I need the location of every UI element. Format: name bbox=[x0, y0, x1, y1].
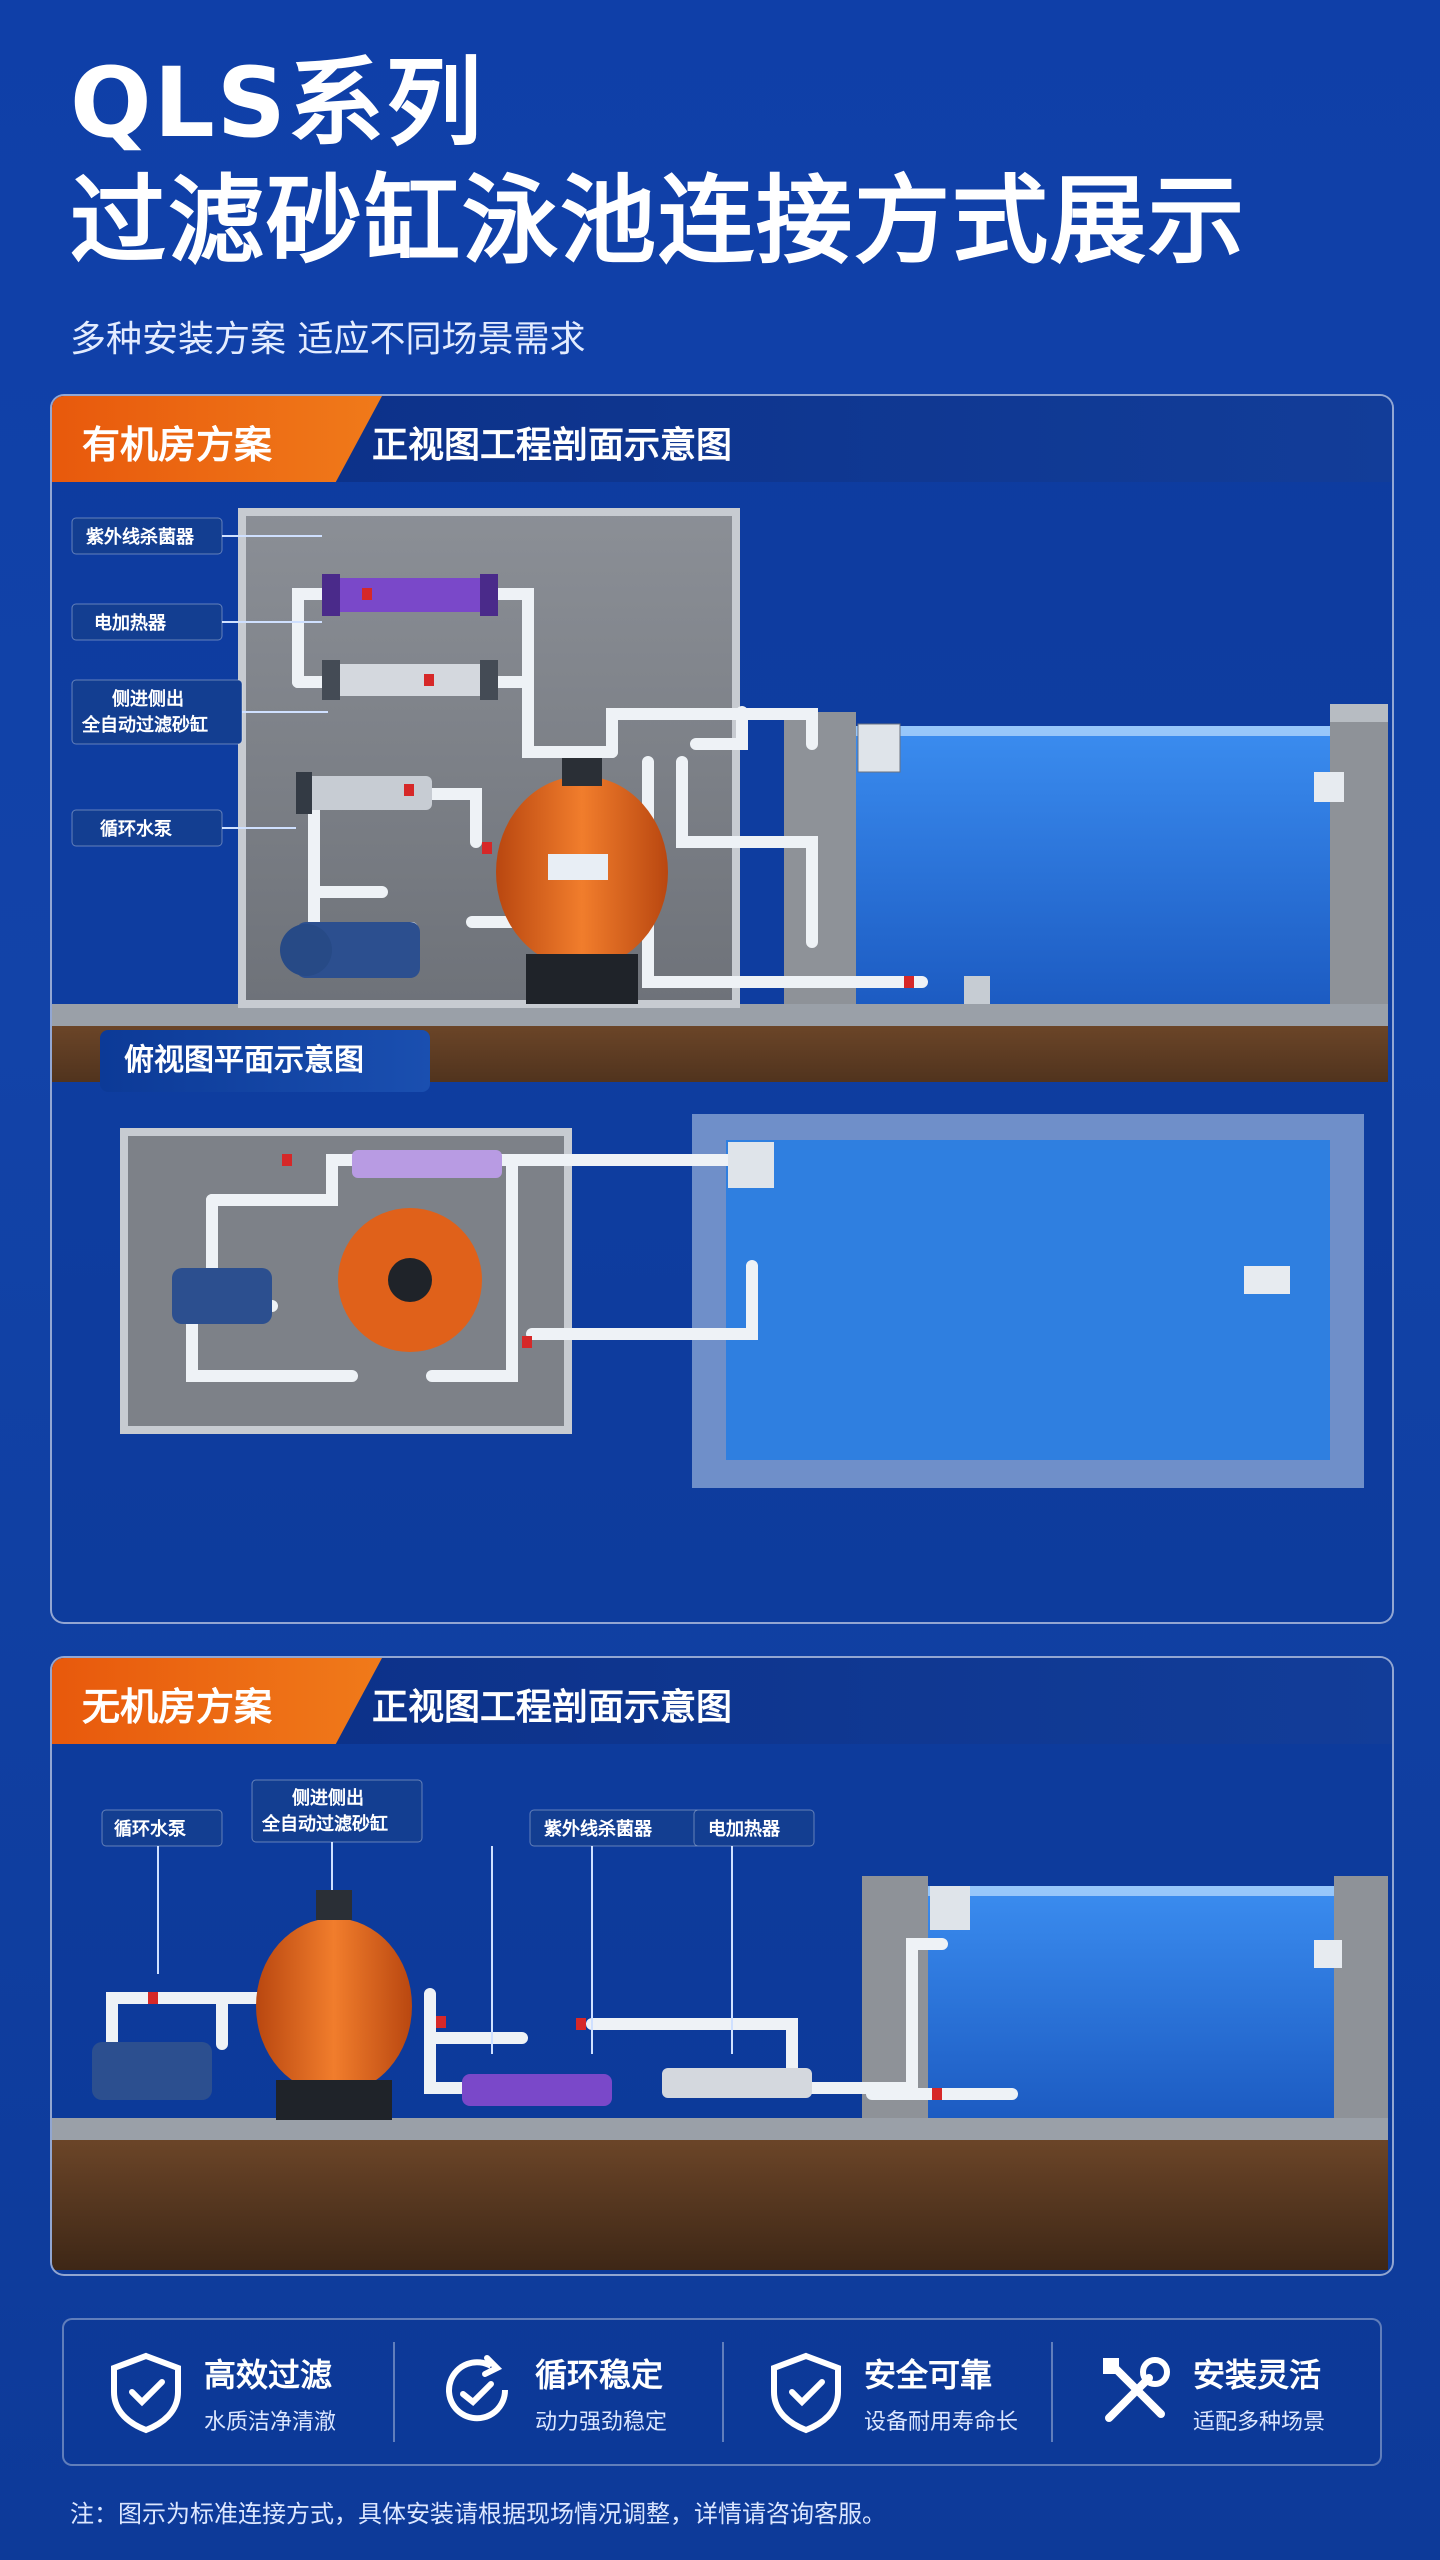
feature-desc: 适配多种场景 bbox=[1193, 2410, 1326, 2435]
feature-title: 安全可靠 bbox=[864, 2356, 993, 2394]
label-filter-line2: 全自动过滤砂缸 bbox=[81, 714, 208, 735]
top-pump bbox=[172, 1268, 272, 1324]
label-filter-line1: 侧进侧出 bbox=[112, 688, 184, 709]
label-heater: 电加热器 bbox=[708, 1818, 781, 1839]
cycle-icon bbox=[446, 2355, 509, 2422]
feature-bar: 高效过滤 水质洁净清澈 循环稳定 动力强劲稳定 安全可靠 设备耐用寿命长 安装灵… bbox=[62, 2318, 1382, 2466]
section-header: 有机房方案 正视图工程剖面示意图 bbox=[52, 396, 1392, 482]
label-pump: 循环水泵 bbox=[100, 818, 172, 839]
pool-wall-right bbox=[1330, 712, 1388, 1004]
section-tag: 无机房方案 bbox=[52, 1658, 382, 1744]
soil bbox=[52, 2140, 1388, 2270]
front-view-diagram: 紫外线杀菌器 电加热器 侧进侧出 全自动过滤砂缸 循环水泵 bbox=[52, 482, 1392, 1082]
page-title: QLS系列 过滤砂缸泳池连接方式展示 bbox=[70, 44, 1246, 280]
section-heading: 正视图工程剖面示意图 bbox=[372, 1687, 733, 1728]
shield-check-icon bbox=[771, 2352, 841, 2434]
section-machine-room: 有机房方案 正视图工程剖面示意图 bbox=[50, 394, 1394, 1624]
feature-title: 高效过滤 bbox=[204, 2356, 333, 2394]
electric-heater bbox=[330, 664, 490, 696]
section-no-machine-room: 无机房方案 正视图工程剖面示意图 bbox=[50, 1656, 1394, 2276]
pool-wall-left bbox=[784, 712, 856, 1004]
label-pump: 循环水泵 bbox=[114, 1818, 186, 1839]
top-view-title: 俯视图平面示意图 bbox=[100, 1030, 430, 1092]
title-line-1: QLS系列 bbox=[70, 47, 484, 159]
label-filter-line1: 侧进侧出 bbox=[292, 1787, 364, 1808]
skimmer bbox=[857, 723, 901, 773]
electric-heater bbox=[662, 2068, 812, 2098]
feature-title: 循环稳定 bbox=[535, 2356, 664, 2394]
feature-desc: 水质洁净清澈 bbox=[204, 2410, 337, 2435]
filter-tank bbox=[256, 1918, 412, 2094]
pool-water bbox=[928, 1886, 1334, 2118]
uv-sterilizer bbox=[462, 2074, 612, 2106]
ground-slab bbox=[52, 2118, 1388, 2140]
divider bbox=[1051, 2342, 1053, 2442]
divider bbox=[393, 2342, 395, 2442]
section-heading: 正视图工程剖面示意图 bbox=[372, 425, 733, 466]
feature-desc: 设备耐用寿命长 bbox=[864, 2410, 1019, 2435]
feature-desc: 动力强劲稳定 bbox=[535, 2410, 668, 2435]
title-line-2: 过滤砂缸泳池连接方式展示 bbox=[70, 165, 1246, 277]
pool-water bbox=[856, 726, 1330, 1004]
footnote: 注：图示为标准连接方式，具体安装请根据现场情况调整，详情请咨询客服。 bbox=[70, 2500, 886, 2528]
feature-item: 安装灵活 适配多种场景 bbox=[1053, 2320, 1382, 2464]
shield-check-icon bbox=[111, 2352, 181, 2434]
feature-item: 循环稳定 动力强劲稳定 bbox=[395, 2320, 724, 2464]
hero: QLS系列 过滤砂缸泳池连接方式展示 多种安装方案 适应不同场景需求 bbox=[70, 44, 1246, 362]
front-view-diagram-2: 循环水泵 侧进侧出 全自动过滤砂缸 紫外线杀菌器 电加热器 bbox=[52, 1744, 1392, 2274]
pool-wall-left bbox=[862, 1876, 928, 2118]
top-view-diagram bbox=[52, 1096, 1392, 1616]
tools-icon bbox=[1103, 2357, 1170, 2422]
section-header: 无机房方案 正视图工程剖面示意图 bbox=[52, 1658, 1392, 1744]
label-filter-line2: 全自动过滤砂缸 bbox=[261, 1813, 388, 1834]
circulation-pump bbox=[92, 2042, 212, 2100]
uv-sterilizer bbox=[330, 578, 490, 612]
top-pool-water bbox=[726, 1140, 1330, 1460]
feature-title: 安装灵活 bbox=[1193, 2356, 1322, 2394]
section-tag: 有机房方案 bbox=[52, 396, 382, 482]
ground-slab bbox=[52, 1004, 1388, 1026]
pool-wall-right bbox=[1334, 1876, 1388, 2118]
label-uv: 紫外线杀菌器 bbox=[86, 526, 195, 547]
label-uv: 紫外线杀菌器 bbox=[544, 1818, 653, 1839]
divider bbox=[722, 2342, 724, 2442]
label-heater: 电加热器 bbox=[94, 612, 167, 633]
page-subtitle: 多种安装方案 适应不同场景需求 bbox=[70, 319, 586, 360]
feature-item: 安全可靠 设备耐用寿命长 bbox=[724, 2320, 1053, 2464]
feature-item: 高效过滤 水质洁净清澈 bbox=[64, 2320, 393, 2464]
